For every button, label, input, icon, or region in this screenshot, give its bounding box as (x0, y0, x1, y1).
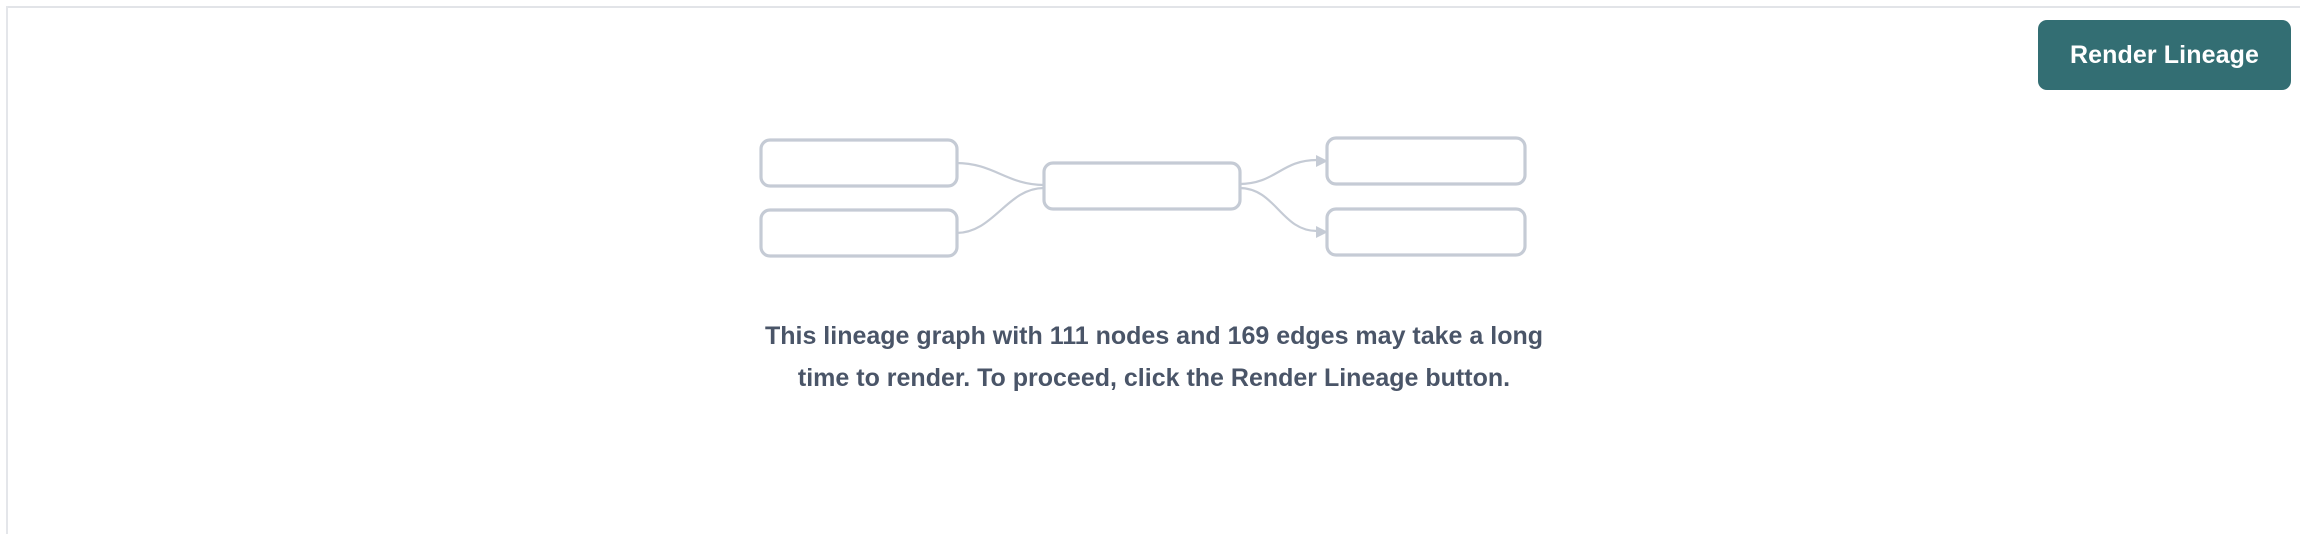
panel-top-border (8, 6, 2300, 8)
panel-left-border (6, 6, 8, 534)
lineage-graph-placeholder-illustration (759, 136, 1527, 258)
placeholder-nodes (759, 136, 1527, 258)
placeholder-node-downstream-1 (1325, 136, 1527, 186)
placeholder-node-center (1042, 161, 1242, 211)
arrowhead-right-top (1316, 155, 1328, 167)
placeholder-node-upstream-1 (759, 138, 959, 188)
placeholder-node-downstream-2 (1325, 207, 1527, 257)
edge-in-bottom (955, 186, 1045, 235)
arrowhead-right-bottom (1316, 226, 1328, 238)
edge-out-top (1238, 158, 1318, 186)
render-lineage-button[interactable]: Render Lineage (2038, 20, 2291, 90)
placeholder-node-upstream-2 (759, 208, 959, 258)
edge-in-top (955, 161, 1045, 187)
lineage-empty-message: This lineage graph with 111 nodes and 16… (764, 322, 1544, 392)
edge-out-bottom (1238, 186, 1318, 233)
placeholder-edges (955, 158, 1318, 235)
